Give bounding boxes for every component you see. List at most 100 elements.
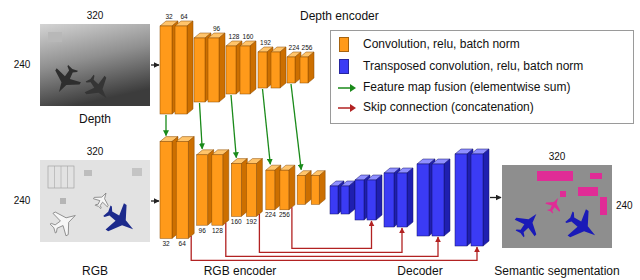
layer-block xyxy=(280,170,289,210)
node-heading: RGB xyxy=(82,264,108,278)
encoder-stack: RGB encoder xyxy=(160,137,325,239)
block-side-face xyxy=(305,171,311,205)
rgb-photo xyxy=(40,160,150,242)
fusion-connector xyxy=(166,84,301,170)
layer-block xyxy=(432,164,444,236)
layer-block xyxy=(287,57,295,83)
legend-text: Convolution, relu, batch norm xyxy=(363,37,520,52)
skip-connector xyxy=(191,207,477,260)
class-region xyxy=(537,171,573,181)
grid-line xyxy=(67,166,68,188)
channel-count: 96 xyxy=(213,25,220,32)
layer-block xyxy=(212,155,223,225)
connector-path xyxy=(151,200,159,201)
small-object xyxy=(132,168,142,176)
connector-path xyxy=(231,95,236,158)
layer-block xyxy=(455,154,467,246)
channel-count: 256 xyxy=(279,211,290,218)
legend-row: Transposed convolution, relu, batch norm xyxy=(339,58,629,75)
connector-path xyxy=(291,84,301,170)
connector-path xyxy=(165,115,166,136)
connector-path xyxy=(263,89,271,164)
block-side-face xyxy=(256,159,262,217)
depth-image: Depth xyxy=(40,24,150,106)
class-region xyxy=(560,191,566,197)
channel-count: 192 xyxy=(246,218,257,225)
legend-text: Feature map fusion (elementwise sum) xyxy=(363,80,570,95)
grid-line xyxy=(54,166,55,188)
layer-block xyxy=(355,180,364,220)
dimension-label: 240 xyxy=(14,195,31,206)
node-heading: RGB encoder xyxy=(204,264,277,278)
layer-block xyxy=(266,170,275,210)
depth-object xyxy=(48,32,62,42)
airplane-figure xyxy=(510,206,547,243)
legend-line-sample xyxy=(337,80,357,96)
airplane-figure xyxy=(91,189,113,211)
rgb-image: RGB xyxy=(40,160,150,242)
flow-arrow xyxy=(490,197,501,198)
legend-arrow-line xyxy=(338,87,351,89)
layer-block xyxy=(417,164,429,236)
grid-line xyxy=(61,166,62,188)
decoder-stack: Decoder xyxy=(330,149,489,246)
legend-row: Skip connection (concatenation) xyxy=(339,99,629,116)
legend-box: Convolution, relu, batch normTransposed … xyxy=(330,30,634,124)
block-side-face xyxy=(219,33,225,102)
depth-map xyxy=(40,24,150,106)
channel-count: 160 xyxy=(243,33,254,40)
layer-block xyxy=(341,186,349,214)
connector-path xyxy=(292,207,372,248)
layer-block xyxy=(297,176,305,205)
class-region xyxy=(600,197,607,215)
layer-block xyxy=(246,164,256,217)
legend-arrow-head xyxy=(350,104,356,112)
block-side-face xyxy=(280,47,286,88)
layer-block xyxy=(397,173,407,227)
airplane-figure xyxy=(46,204,82,240)
flow-arrow xyxy=(151,201,159,202)
connector-path xyxy=(259,214,402,253)
channel-count: 192 xyxy=(260,39,271,46)
channel-count: 256 xyxy=(302,44,313,51)
legend-swatch xyxy=(339,59,349,74)
dimension-label: 320 xyxy=(87,146,104,157)
layer-block xyxy=(471,154,483,246)
channel-count: 96 xyxy=(199,227,206,234)
legend-row: Feature map fusion (elementwise sum) xyxy=(339,79,629,96)
segmentation-map xyxy=(502,165,612,248)
legend-row: Convolution, relu, batch norm xyxy=(339,36,629,53)
grid-structure xyxy=(48,166,74,188)
layer-block xyxy=(160,26,172,114)
layer-block xyxy=(330,186,338,214)
channel-count: 128 xyxy=(229,33,240,40)
block-side-face xyxy=(444,159,450,236)
layer-block xyxy=(367,180,376,220)
dimension-label: 320 xyxy=(87,10,104,21)
layer-block xyxy=(176,142,188,239)
block-side-face xyxy=(483,149,489,246)
legend-line-sample xyxy=(337,100,357,116)
layer-block xyxy=(271,52,280,88)
block-side-face xyxy=(376,175,382,220)
airplane-figure xyxy=(80,70,117,107)
block-side-face xyxy=(289,165,295,210)
legend-swatch xyxy=(339,37,349,52)
segmentation-image: Semantic segmentation xyxy=(502,165,612,248)
legend-arrow-head xyxy=(350,84,356,92)
flow-arrow xyxy=(151,65,159,66)
node-heading: Semantic segmentation xyxy=(494,264,619,278)
layer-block xyxy=(194,38,205,102)
legend-text: Transposed convolution, relu, batch norm xyxy=(363,59,583,74)
channel-count: 64 xyxy=(179,240,186,247)
dimension-label: 320 xyxy=(549,151,566,162)
channel-count: 224 xyxy=(289,44,300,51)
block-side-face xyxy=(250,41,256,94)
connector-path xyxy=(490,197,501,198)
connector-path xyxy=(151,64,159,65)
legend-arrow-line xyxy=(338,107,351,109)
small-object xyxy=(84,170,92,176)
legend-text: Skip connection (concatenation) xyxy=(363,100,534,115)
node-heading: Depth xyxy=(79,112,111,126)
channel-count: 128 xyxy=(212,227,223,234)
